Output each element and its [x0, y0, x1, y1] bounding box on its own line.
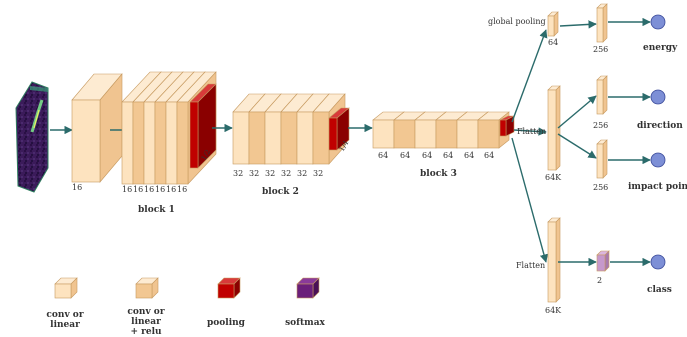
impact-dense-units: 256: [593, 183, 608, 192]
block1-layer-label: 16: [144, 185, 154, 194]
flatten1-layer: [547, 85, 561, 171]
block1-first-layer-label: 16: [72, 183, 82, 192]
block3-layer-label: 64: [443, 151, 453, 160]
arrow-global-to-energy-dense: [559, 20, 597, 29]
block2-layer-label: 32: [249, 169, 259, 178]
block2-layer-labels: 32 32 32 32 32 32: [233, 169, 323, 178]
layers-group: [50, 3, 666, 303]
block2-layer-label: 32: [233, 169, 243, 178]
flatten2-label: Flatten: [516, 261, 545, 270]
energy-output-label: energy: [643, 43, 678, 53]
block2-layer-label: 32: [281, 169, 291, 178]
block3-pool-layer: [499, 115, 515, 137]
block2-layer-label: 32: [297, 169, 307, 178]
block1-title: block 1: [138, 205, 175, 215]
legend-pooling-box: [217, 277, 241, 299]
class-output-label: class: [647, 285, 672, 295]
flatten2-layer: [547, 217, 561, 303]
block3-layer-label: 64: [464, 151, 474, 160]
direction-dense-layer: [596, 75, 608, 115]
impact-dense-layer: [596, 139, 608, 179]
legend-softmax-label: softmax: [285, 318, 325, 328]
global-pooling-units: 64: [548, 38, 558, 47]
block3-layer-labels: 64 64 64 64 64 64: [378, 151, 494, 160]
impact-output-node: [650, 152, 666, 168]
block2-layer-label: 32: [313, 169, 323, 178]
flatten2-units: 64K: [545, 306, 562, 315]
block1-pool-layer: [189, 83, 217, 169]
block2-title: block 2: [262, 187, 299, 197]
direction-output-node: [650, 89, 666, 105]
legend-pooling-label: pooling: [207, 318, 246, 328]
energy-output-node: [650, 14, 666, 30]
block1-layer-labels: 16 16 16 16 16 16: [122, 185, 187, 194]
arrow-to-flatten2: [511, 137, 549, 263]
block2-pool-layer: [328, 107, 350, 151]
direction-output-label: direction: [637, 121, 683, 131]
arrow-to-flatten1: [513, 127, 547, 136]
global-pooling-label: global pooling: [488, 17, 546, 26]
energy-dense-units: 256: [593, 45, 608, 54]
class-dense-units: 2: [597, 276, 602, 285]
flatten1-label: Flatten: [517, 127, 546, 136]
block1-layer-label: 16: [155, 185, 165, 194]
class-output-node: [650, 254, 666, 270]
block3-layer-label: 64: [378, 151, 388, 160]
impact-output-label: impact point: [628, 182, 687, 192]
block3-layer-label: 64: [400, 151, 410, 160]
block1-layer-label: 16: [166, 185, 176, 194]
particle-shower-image-icon: [15, 81, 49, 193]
block1-layer-label: 16: [122, 185, 132, 194]
block3-layer-label: 64: [484, 151, 494, 160]
block1-layer-label: 16: [177, 185, 187, 194]
legend-conv-linear-relu-box: [135, 277, 159, 299]
block3-title: block 3: [420, 169, 457, 179]
block1-first-layer: [71, 73, 123, 183]
flatten1-units: 64K: [545, 173, 562, 182]
legend-softmax-box: [296, 277, 320, 299]
block2-layer-label: 32: [265, 169, 275, 178]
global-pooling-layer: [547, 11, 559, 37]
class-dense-layer: [596, 250, 610, 272]
legend-conv-linear-box: [54, 277, 78, 299]
arrow-flatten1-to-direction: [557, 95, 597, 129]
energy-dense-layer: [596, 3, 608, 43]
arrow-flatten1-to-impact: [557, 133, 597, 159]
block1-layer-label: 16: [133, 185, 143, 194]
direction-dense-units: 256: [593, 121, 608, 130]
block3-layer-label: 64: [422, 151, 432, 160]
arrow-to-global-pool: [511, 29, 548, 123]
